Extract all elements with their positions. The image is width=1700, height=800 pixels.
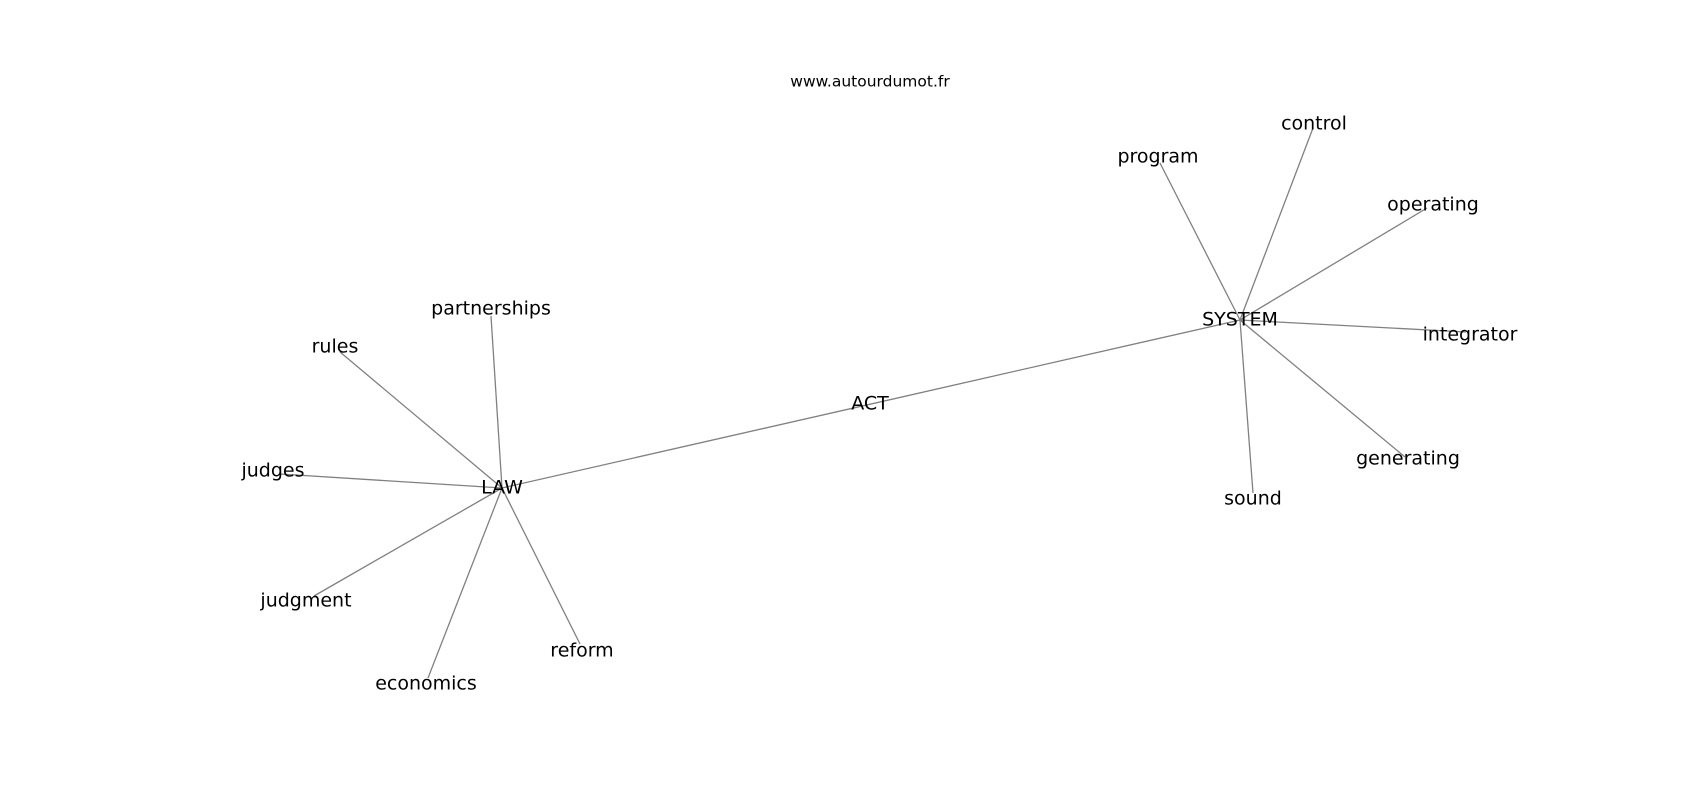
node-sound[interactable]: sound — [1224, 488, 1282, 510]
edge-system-program — [1159, 162, 1241, 321]
node-economics[interactable]: economics — [375, 673, 477, 695]
edge-law-judgment — [313, 487, 503, 597]
edge-law-partnerships — [490, 315, 503, 489]
site-watermark-label: www.autourdumot.fr — [790, 73, 950, 91]
edge-law-reform — [501, 487, 581, 645]
edge-law-rules — [339, 351, 503, 489]
node-reform[interactable]: reform — [550, 640, 613, 662]
node-system[interactable]: SYSTEM — [1202, 309, 1278, 331]
node-judgment[interactable]: judgment — [259, 590, 351, 612]
edge-system-generating — [1239, 319, 1406, 458]
node-rules[interactable]: rules — [312, 336, 359, 358]
edge-system-integrator — [1239, 319, 1467, 333]
edge-law-economics — [427, 487, 503, 679]
edge-system-control — [1239, 127, 1314, 321]
node-act[interactable]: ACT — [851, 393, 889, 415]
edge-law-judges — [279, 473, 503, 489]
node-judges[interactable]: judges — [240, 460, 304, 482]
edge-system-operating — [1239, 207, 1428, 321]
graph-nodes: ACT LAW SYSTEM partnerships rules judges judgm… — [240, 113, 1517, 695]
node-integrator[interactable]: integrator — [1423, 324, 1518, 346]
graph-edges — [279, 127, 1467, 679]
node-program[interactable]: program — [1117, 146, 1198, 168]
node-partnerships[interactable]: partnerships — [431, 298, 551, 320]
node-control[interactable]: control — [1281, 113, 1347, 135]
edge-law-system — [501, 319, 1241, 489]
node-law[interactable]: LAW — [481, 477, 523, 499]
node-generating[interactable]: generating — [1356, 448, 1460, 470]
edge-system-sound — [1239, 319, 1254, 494]
node-operating[interactable]: operating — [1387, 194, 1479, 216]
